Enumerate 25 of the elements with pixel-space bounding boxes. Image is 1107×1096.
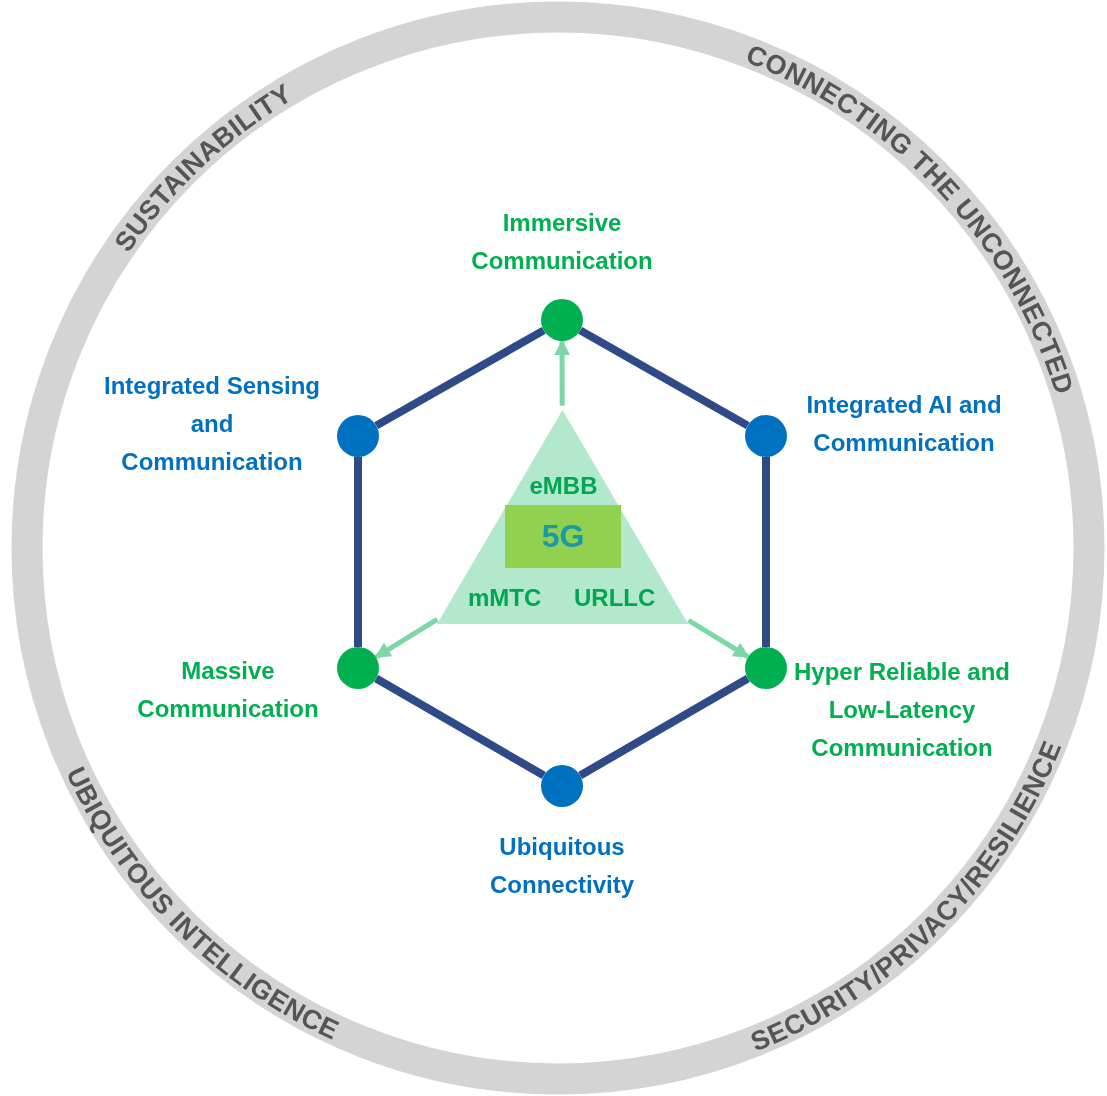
dot-marker [541, 299, 583, 341]
triangle-shape [437, 410, 688, 624]
dot-marker [337, 647, 379, 689]
connector-line [578, 675, 750, 779]
triangle-label: URLLC [574, 584, 656, 612]
arrow [554, 339, 571, 406]
highlight-box: 5G [505, 505, 621, 568]
connector-line [578, 326, 750, 430]
connector-line [374, 326, 546, 430]
triangle-label: eMBB [529, 472, 598, 500]
connector-line [354, 457, 362, 647]
triangle-label: mMTC [468, 584, 542, 612]
node-label: Immersive Communication [470, 208, 654, 276]
node-label: Integrated Sensing and Communication [102, 371, 321, 477]
connector-line [374, 675, 546, 779]
arrow [687, 618, 750, 660]
dot-marker [337, 415, 379, 457]
connector-line [762, 457, 770, 647]
dot-marker [745, 415, 787, 457]
dot-marker [745, 647, 787, 689]
arrow [374, 617, 439, 660]
node-label: Integrated AI and Communication [805, 391, 1002, 458]
node-label: Ubiquitous Connectivity [489, 832, 635, 900]
dot-marker [541, 765, 583, 807]
node-label: Massive Communication [136, 656, 320, 724]
